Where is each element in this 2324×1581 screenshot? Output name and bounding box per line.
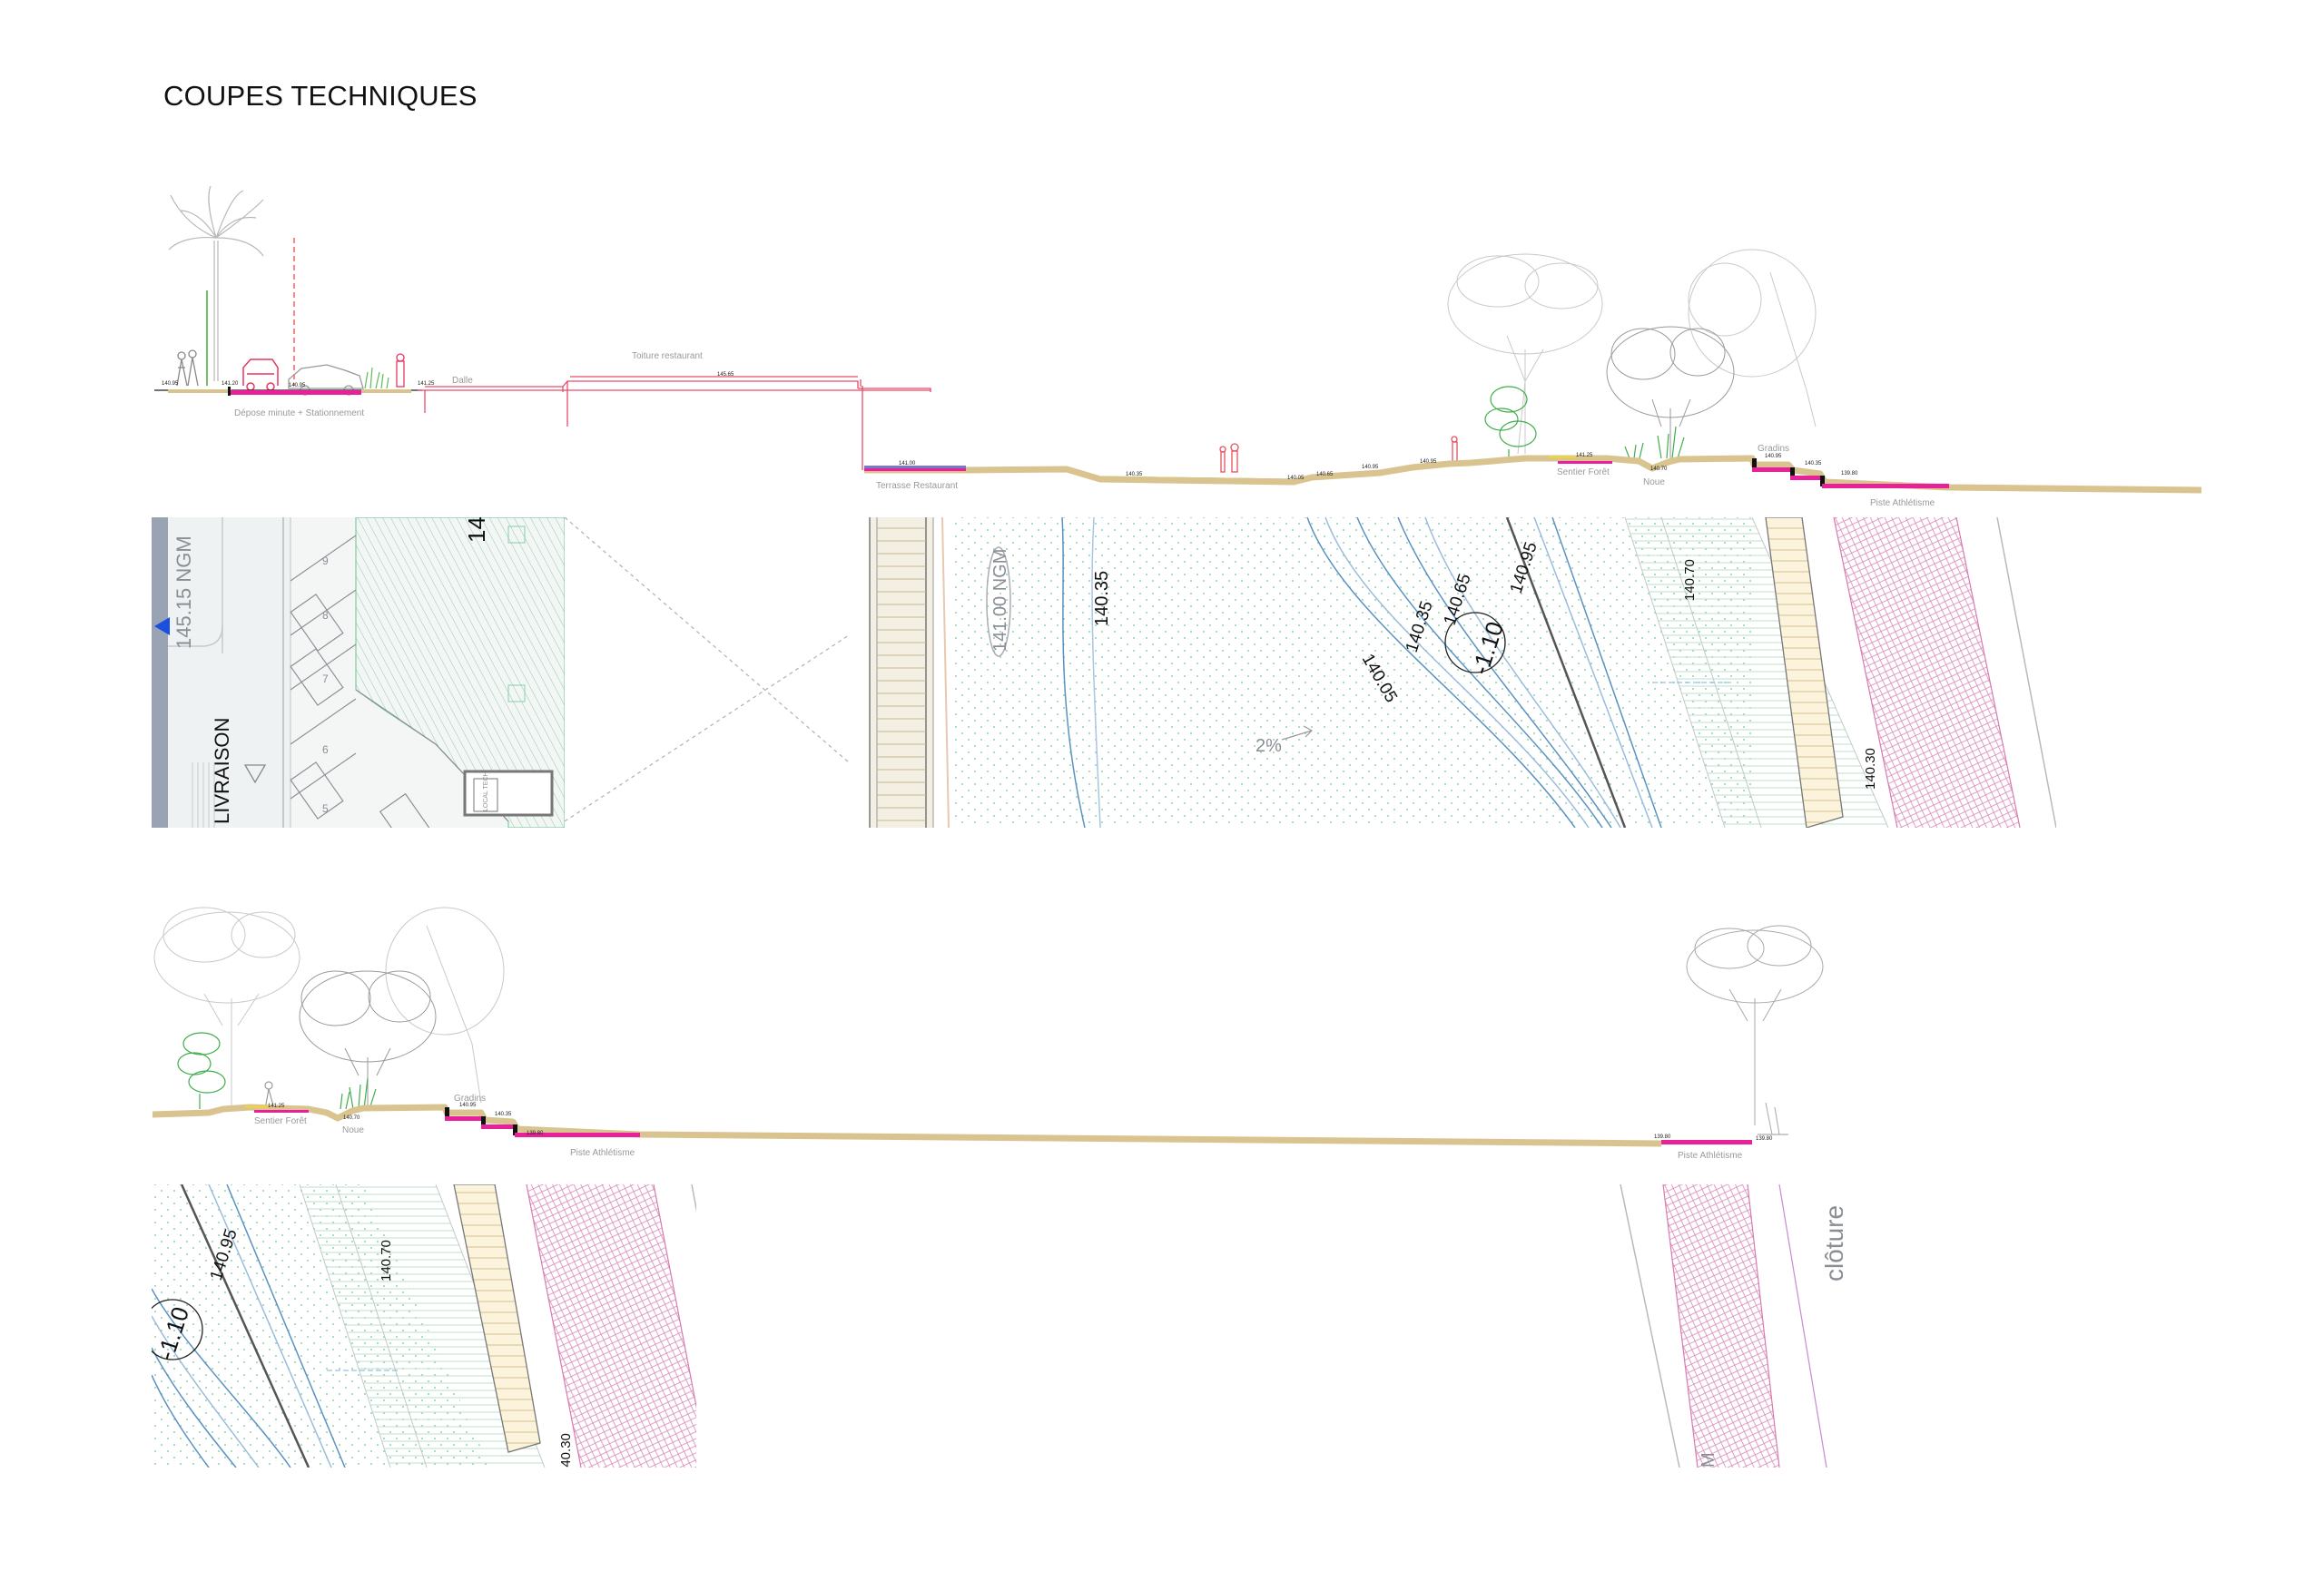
section-label-sentier: Sentier Forêt [1557, 467, 1610, 477]
level-label: 140.65 [1316, 472, 1334, 477]
section-label-noue: Noue [342, 1125, 364, 1135]
car-icon [242, 358, 279, 391]
level-label: 140.05 [1287, 476, 1305, 481]
level-label: 141.25 [1576, 453, 1593, 458]
parcel-number: 14 [463, 516, 490, 543]
local-tech-box [463, 770, 554, 817]
bleacher-plan [453, 1184, 541, 1453]
level-label: 139.80 [527, 1131, 544, 1136]
plan-2-left: 140.95 140.70 140.30 -1.10 [152, 1184, 696, 1475]
level-label: 140.70 [1650, 466, 1668, 472]
parking-number: 7 [322, 673, 329, 685]
section-1-right: 141.00 140.35 140.05 140.65 140.95 140.9… [864, 249, 2202, 508]
bleachers [445, 1107, 640, 1137]
shrub-icon [1484, 386, 1685, 459]
section-2: 141.25 140.70 140.95 140.35 139.80 139.8… [152, 907, 1824, 1161]
section-label-terrasse: Terrasse Restaurant [876, 481, 958, 491]
terrain-profile [152, 1104, 1662, 1147]
tree-outline-icon [153, 907, 505, 1107]
livraison-label: LIVRAISON [211, 718, 233, 824]
elevation-label: 145.65 NGM [820, 533, 840, 635]
bleachers [1752, 458, 1949, 488]
level-label: 139.80 [1841, 471, 1858, 476]
contour-level: 140.70 [379, 1240, 394, 1281]
section-label-piste: Piste Athlétisme [570, 1148, 635, 1158]
section-label-toiture: Toiture restaurant [632, 351, 703, 361]
level-label: 140.35 [1805, 461, 1822, 466]
section-label-noue: Noue [1643, 477, 1665, 487]
level-label: 140.95 [1765, 454, 1782, 459]
level-label: 139.80 [1654, 1134, 1671, 1140]
slope-arrow-icon [1281, 725, 1313, 741]
bollard-icon [396, 353, 405, 388]
person-icon [1219, 436, 1458, 473]
section-label-sentier: Sentier Forêt [254, 1116, 307, 1126]
tree-icon [299, 970, 437, 1109]
parking-number: 5 [322, 802, 329, 815]
elevation-label: 145.15 NGM [172, 535, 195, 649]
parking-number: 6 [322, 743, 329, 756]
plan-2-right: clôture M [1616, 1184, 1848, 1468]
level-label: 145.65 [717, 372, 734, 378]
magenta-pavement [230, 390, 361, 395]
athletics-track-plan [1663, 1184, 1779, 1468]
section-1-left: 140.95 141.20 140.95 141.25 Dépose minut… [154, 185, 931, 470]
slope-label: 2% [1256, 736, 1282, 756]
person-icon [176, 349, 199, 387]
level-label: 141.25 [418, 381, 435, 387]
section-label-depose: Dépose minute + Stationnement [234, 408, 364, 418]
fence-label: clôture [1820, 1205, 1848, 1281]
elevation-label-fragment: M [1699, 1452, 1718, 1468]
level-label: 141.25 [268, 1104, 285, 1109]
level-label: 140.95 [289, 383, 306, 388]
level-label: 141.00 [899, 461, 916, 466]
elevation-label: 141.00 NGM [990, 549, 1010, 652]
level-label: 140.95 [1362, 465, 1379, 470]
parking-number: 8 [322, 609, 329, 622]
railway-sleepers [877, 527, 926, 821]
building-slab [418, 376, 931, 470]
shrub-icon [177, 1032, 377, 1110]
level-label: 140.35 [1126, 472, 1143, 477]
tree-outline-icon [1447, 249, 1817, 455]
level-label: 139.80 [1756, 1136, 1773, 1142]
link-lines [564, 516, 850, 822]
level-circle [1444, 612, 1506, 673]
level-label: 141.20 [222, 381, 239, 387]
level-circle [152, 1299, 203, 1360]
local-tech-label: LOCAL TECH. [483, 770, 489, 811]
contour-level: 140.30 [1863, 748, 1878, 790]
section-label-piste: Piste Athlétisme [1678, 1151, 1743, 1161]
magenta-track [1661, 1140, 1752, 1144]
terrace-stripe [864, 466, 966, 468]
path-stripe [1558, 461, 1612, 464]
level-label: 140.70 [343, 1115, 360, 1121]
level-label: 140.95 [459, 1103, 477, 1108]
contour-level: 140.70 [1682, 559, 1698, 601]
shrub-icon [364, 367, 389, 389]
palm-tree-icon [168, 185, 264, 381]
tree-outline-icon [1686, 925, 1824, 1135]
section-label-dalle: Dalle [452, 376, 473, 386]
terrain-profile [864, 455, 2202, 494]
section-label-piste: Piste Athlétisme [1870, 498, 1935, 508]
contour-level: 140.30 [558, 1433, 574, 1475]
arrow-down-icon [243, 764, 267, 784]
section-label-gradins: Gradins [454, 1094, 486, 1104]
tree-icon [1606, 326, 1735, 458]
athletics-track-plan [527, 1184, 696, 1468]
plan-1-right: 145.65 NGM 141.00 NGM 140.35 140.35 140.… [820, 517, 2056, 828]
athletics-track-plan [1834, 517, 2020, 828]
bleacher-plan [1765, 517, 1844, 828]
north-marker-icon [154, 617, 170, 635]
page-title: COUPES TECHNIQUES [163, 80, 478, 112]
level-label: 140.95 [1420, 459, 1437, 465]
contour-level: 140.35 [1092, 571, 1112, 626]
level-label: 140.95 [162, 381, 179, 387]
parking-number: 9 [322, 555, 329, 567]
level-label: 140.35 [495, 1112, 512, 1117]
section-label-gradins: Gradins [1758, 444, 1789, 454]
plan-1-left: 145.15 NGM LIVRAISON 14 9 8 7 6 5 LOCAL … [152, 516, 565, 828]
